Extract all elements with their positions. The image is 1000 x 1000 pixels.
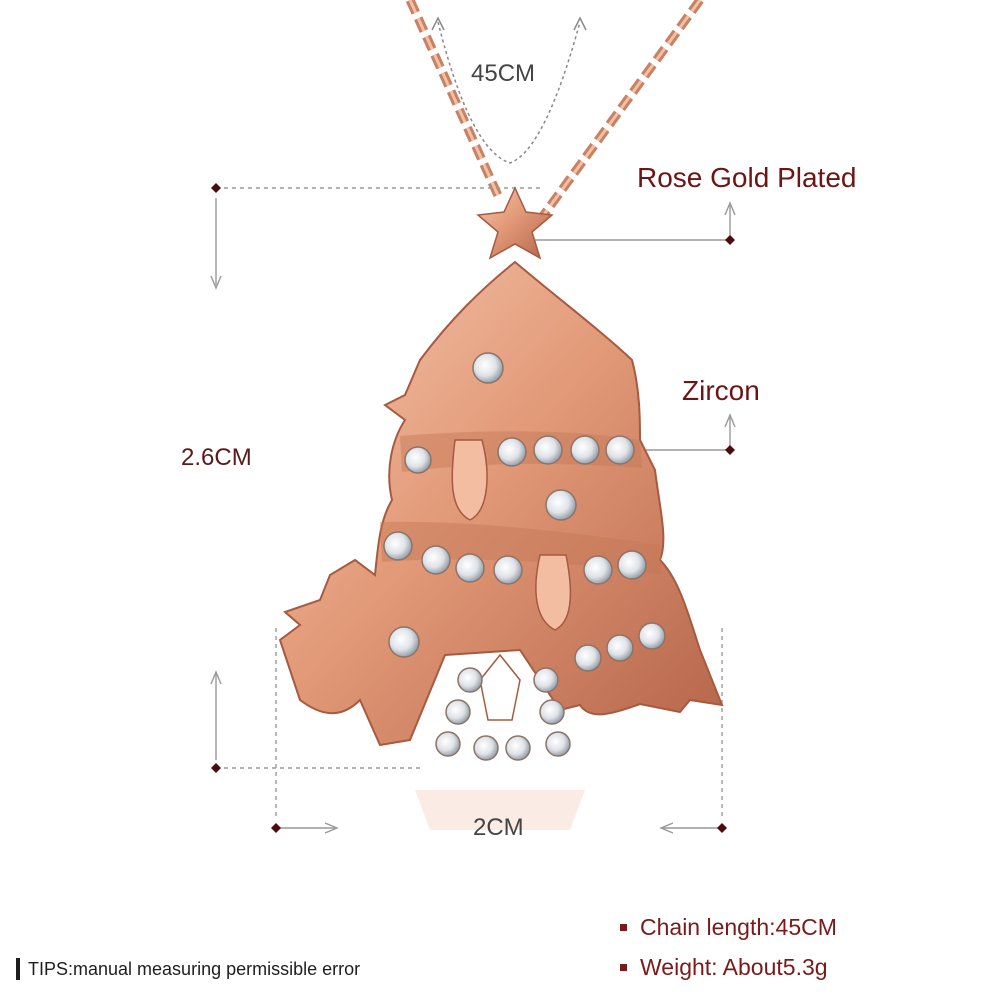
spec-bullet-icon: [620, 964, 627, 971]
tree-pendant: [278, 186, 724, 761]
chain-length-indicator: [431, 16, 587, 164]
tips-note: TIPS:manual measuring permissible error: [16, 958, 360, 980]
chain-length-spec: Chain length:45CM: [640, 914, 837, 940]
zircon-stones: [383, 352, 666, 761]
weight-spec: Weight: About5.3g: [640, 954, 828, 980]
pendant-width-label: 2CM: [473, 814, 524, 841]
dimension-guides: [210, 187, 736, 834]
rose-gold-callout: Rose Gold Plated: [637, 162, 857, 193]
chain: [405, 0, 704, 223]
zircon-callout: Zircon: [682, 375, 760, 406]
spec-bullet-icon: [620, 924, 627, 931]
star-icon: [476, 186, 554, 260]
pendant-reflection: [415, 790, 585, 830]
dimension-markers: [211, 183, 735, 833]
pendant-height-label: 2.6CM: [181, 444, 252, 471]
chain-length-label: 45CM: [471, 60, 536, 87]
